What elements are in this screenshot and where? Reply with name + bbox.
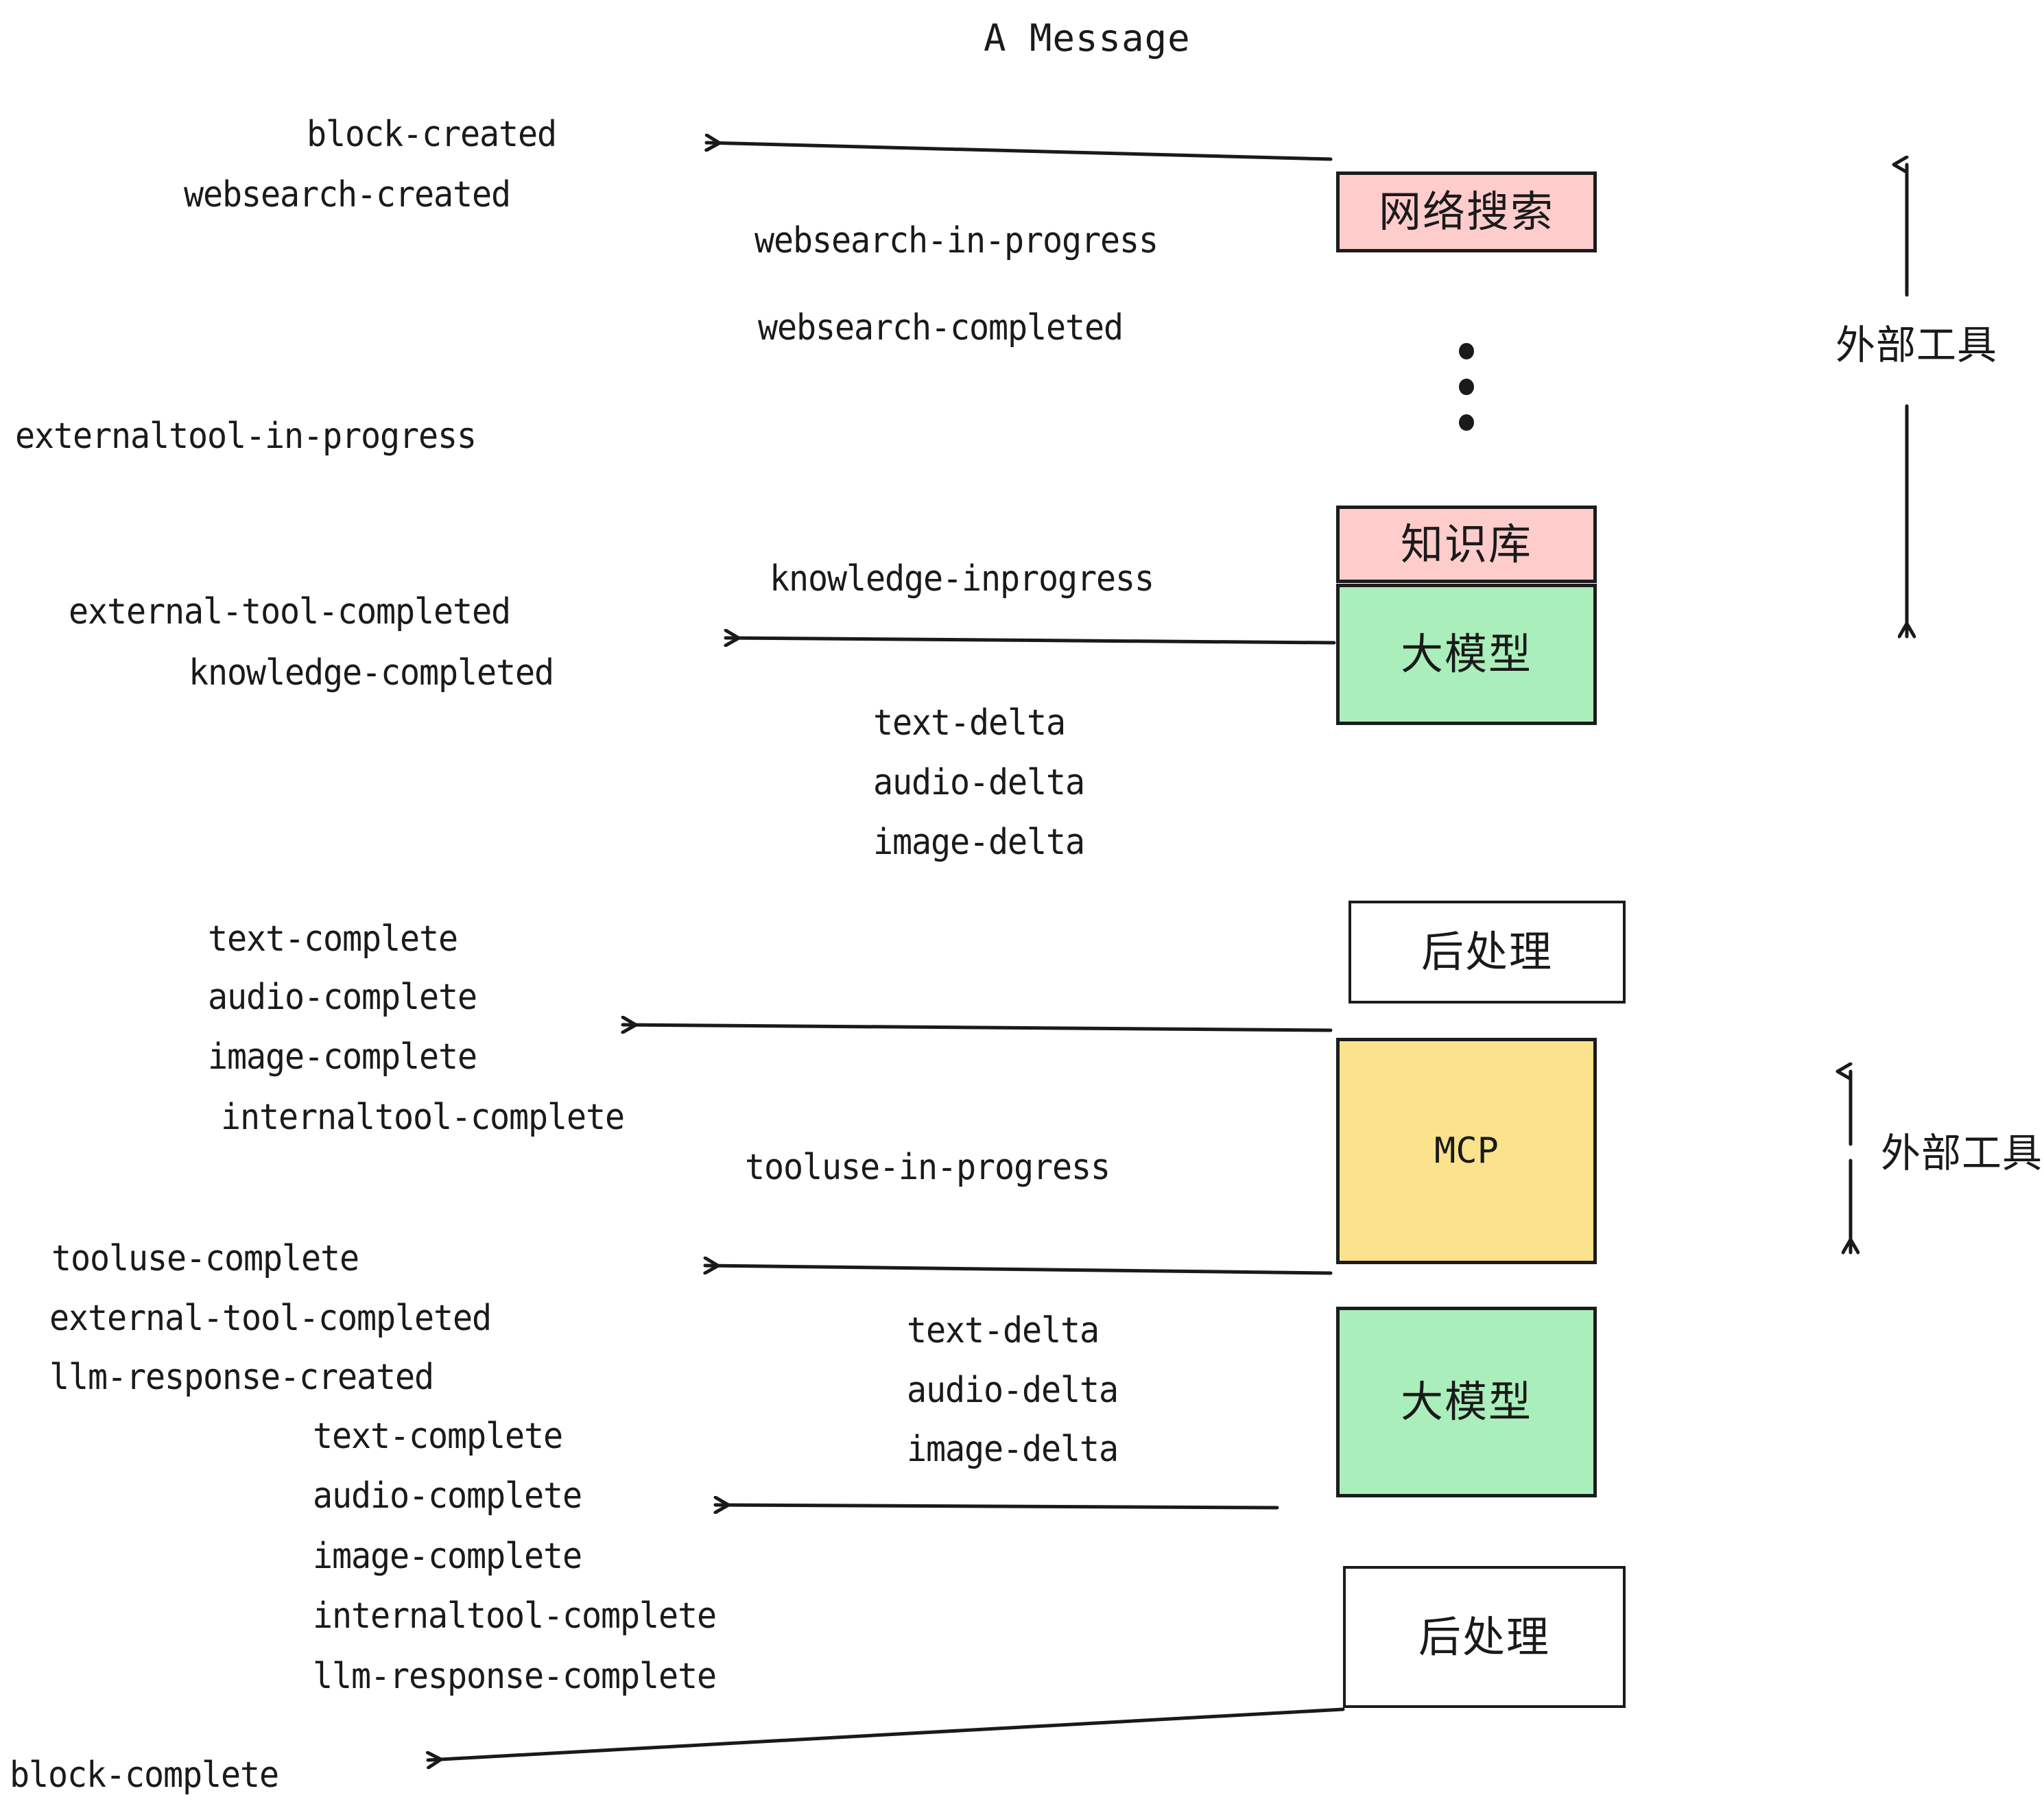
event-label: text-complete bbox=[313, 1416, 563, 1457]
event-label: image-complete bbox=[313, 1536, 582, 1577]
event-label: llm-response-complete bbox=[313, 1656, 717, 1697]
event-label: websearch-completed bbox=[758, 307, 1124, 348]
event-label: externaltool-in-progress bbox=[15, 416, 477, 457]
arrow-image-complete bbox=[623, 1025, 1333, 1030]
arrow-block-complete bbox=[428, 1707, 1345, 1760]
node-llm-bottom-label: 大模型 bbox=[1400, 1377, 1532, 1427]
node-websearch[interactable]: 网络搜索 bbox=[1336, 171, 1597, 252]
node-mcp[interactable]: MCP bbox=[1336, 1038, 1597, 1264]
flow-arrow-group bbox=[428, 143, 1345, 1760]
event-label: audio-complete bbox=[208, 977, 477, 1018]
arrow-tooluse-complete bbox=[705, 1266, 1333, 1275]
node-mcp-label: MCP bbox=[1434, 1130, 1499, 1172]
node-knowledge[interactable]: 知识库 bbox=[1336, 506, 1597, 583]
event-label: text-delta bbox=[907, 1310, 1100, 1351]
node-post-top-label: 后处理 bbox=[1421, 927, 1553, 977]
range-arrow-group bbox=[1851, 165, 1907, 1255]
event-label: block-complete bbox=[10, 1755, 279, 1796]
node-post-bottom-label: 后处理 bbox=[1418, 1611, 1550, 1662]
event-label: websearch-in-progress bbox=[754, 220, 1158, 261]
event-label: audio-delta bbox=[873, 762, 1085, 803]
side-label-external-tool-top: 外部工具 bbox=[1829, 322, 2005, 368]
event-label: knowledge-completed bbox=[189, 652, 554, 693]
arrow-audio-complete bbox=[715, 1505, 1279, 1508]
event-label: image-delta bbox=[907, 1429, 1119, 1470]
event-label: internaltool-complete bbox=[313, 1595, 717, 1637]
arrow-knowledge-completed bbox=[726, 638, 1336, 643]
side-label-external-tool-bottom: 外部工具 bbox=[1874, 1130, 2044, 1176]
node-llm-bottom[interactable]: 大模型 bbox=[1336, 1307, 1597, 1497]
arrow-block-created bbox=[706, 143, 1333, 161]
event-label: text-delta bbox=[873, 702, 1066, 744]
event-label: websearch-created bbox=[184, 174, 511, 215]
node-knowledge-label: 知识库 bbox=[1400, 519, 1532, 569]
event-label: tooluse-in-progress bbox=[745, 1147, 1110, 1188]
event-label: llm-response-created bbox=[49, 1357, 434, 1398]
event-label: internaltool-complete bbox=[221, 1097, 625, 1138]
vertical-ellipsis-icon bbox=[1459, 343, 1474, 431]
node-post-bottom[interactable]: 后处理 bbox=[1343, 1566, 1626, 1708]
node-post-top[interactable]: 后处理 bbox=[1348, 901, 1626, 1004]
node-llm-top[interactable]: 大模型 bbox=[1336, 584, 1597, 725]
node-llm-top-label: 大模型 bbox=[1400, 629, 1532, 679]
event-label: knowledge-inprogress bbox=[770, 558, 1154, 600]
event-label: external-tool-completed bbox=[49, 1298, 492, 1339]
event-label: image-complete bbox=[208, 1036, 477, 1078]
event-label: external-tool-completed bbox=[69, 591, 511, 632]
event-label: audio-delta bbox=[907, 1370, 1119, 1411]
event-label: block-created bbox=[307, 114, 557, 155]
event-label: tooluse-complete bbox=[51, 1238, 359, 1279]
event-label: text-complete bbox=[208, 918, 458, 960]
event-label: audio-complete bbox=[313, 1475, 582, 1517]
event-label: image-delta bbox=[873, 822, 1085, 863]
node-websearch-label: 网络搜索 bbox=[1378, 187, 1554, 237]
diagram-title: A Message bbox=[984, 16, 1191, 60]
